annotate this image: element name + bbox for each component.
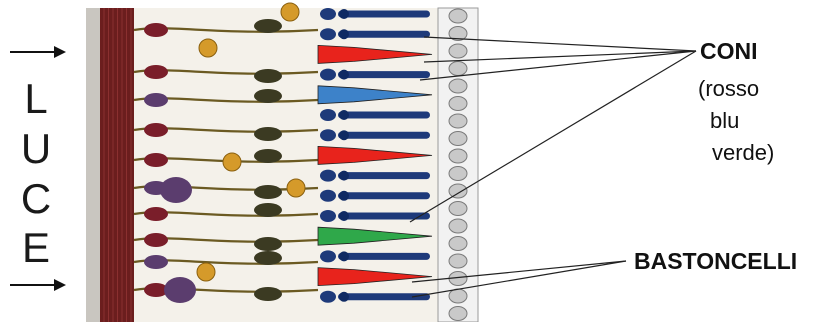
rod-inner-segment (339, 251, 349, 261)
rod (338, 192, 430, 199)
pigment-cell (449, 167, 467, 181)
luce-letter-u: U (21, 125, 51, 172)
top-arrow-head (54, 46, 66, 58)
luce-letter-e: E (22, 224, 50, 271)
rod (338, 253, 430, 260)
photoreceptor-nucleus (320, 250, 336, 262)
light-direction: L U C E (10, 46, 66, 291)
photoreceptor-nucleus (320, 291, 336, 303)
luce-letter-l: L (24, 75, 47, 122)
photoreceptor-nucleus (320, 170, 336, 182)
pigment-cell (449, 202, 467, 216)
bipolar-cell (254, 185, 282, 199)
photoreceptor-nucleus (320, 8, 336, 20)
pigment-cell (449, 219, 467, 233)
retina-illustration (86, 3, 478, 322)
ganglion-cell (144, 123, 168, 137)
amacrine-cell (199, 39, 217, 57)
ganglion-cell (144, 207, 168, 221)
photoreceptor-nucleus (320, 129, 336, 141)
rod-inner-segment (339, 191, 349, 201)
rod-inner-segment (339, 292, 349, 302)
bipolar-cell (254, 19, 282, 33)
large-ganglion-cell (160, 177, 192, 203)
pigment-cell (449, 44, 467, 58)
rod (338, 132, 430, 139)
pigment-cell (449, 79, 467, 93)
rod (338, 11, 430, 18)
rod-inner-segment (339, 70, 349, 80)
pigment-cell (449, 307, 467, 321)
amacrine-cell (287, 179, 305, 197)
rod-inner-segment (339, 211, 349, 221)
pigment-cell (449, 149, 467, 163)
ganglion-cell (144, 153, 168, 167)
bipolar-cell (254, 69, 282, 83)
pigment-cell (449, 114, 467, 128)
pigment-cell (449, 9, 467, 23)
amacrine-cell (197, 263, 215, 281)
bipolar-cell (254, 251, 282, 265)
pigment-cell (449, 184, 467, 198)
bipolar-cell (254, 287, 282, 301)
ganglion-cell (144, 93, 168, 107)
pigment-cell (449, 132, 467, 146)
rod-inner-segment (339, 130, 349, 140)
bipolar-cell (254, 127, 282, 141)
bipolar-cell (254, 237, 282, 251)
pigment-cell (449, 237, 467, 251)
bipolar-cell (254, 149, 282, 163)
coni-label: CONI (700, 38, 758, 64)
rod (338, 112, 430, 119)
ganglion-cell (144, 233, 168, 247)
pigment-cell (449, 254, 467, 268)
fiber-stripes (104, 8, 131, 322)
bastoncelli-label: BASTONCELLI (634, 248, 797, 274)
rod (338, 31, 430, 38)
rod-inner-segment (339, 9, 349, 19)
pigment-cell (449, 62, 467, 76)
ganglion-cell (144, 65, 168, 79)
coni-detail-verde: verde) (712, 140, 774, 165)
ganglion-cell (144, 23, 168, 37)
photoreceptor-nucleus (320, 210, 336, 222)
pigment-cell (449, 289, 467, 303)
amacrine-cell (281, 3, 299, 21)
pigment-cell (449, 97, 467, 111)
coni-detail-blu: blu (710, 108, 739, 133)
rod-inner-segment (339, 110, 349, 120)
photoreceptor-nucleus (320, 69, 336, 81)
rod (338, 71, 430, 78)
ganglion-cell (144, 255, 168, 269)
bipolar-cell (254, 203, 282, 217)
amacrine-cell (223, 153, 241, 171)
bottom-arrow-head (54, 279, 66, 291)
coni-detail-rosso: (rosso (698, 76, 759, 101)
rod-inner-segment (339, 29, 349, 39)
bipolar-cell (254, 89, 282, 103)
photoreceptor-nucleus (320, 190, 336, 202)
rod (338, 172, 430, 179)
photoreceptor-nucleus (320, 109, 336, 121)
luce-letter-c: C (21, 175, 51, 222)
rod-inner-segment (339, 171, 349, 181)
photoreceptor-nucleus (320, 28, 336, 40)
inner-membrane (86, 8, 102, 322)
large-ganglion-cell (164, 277, 196, 303)
